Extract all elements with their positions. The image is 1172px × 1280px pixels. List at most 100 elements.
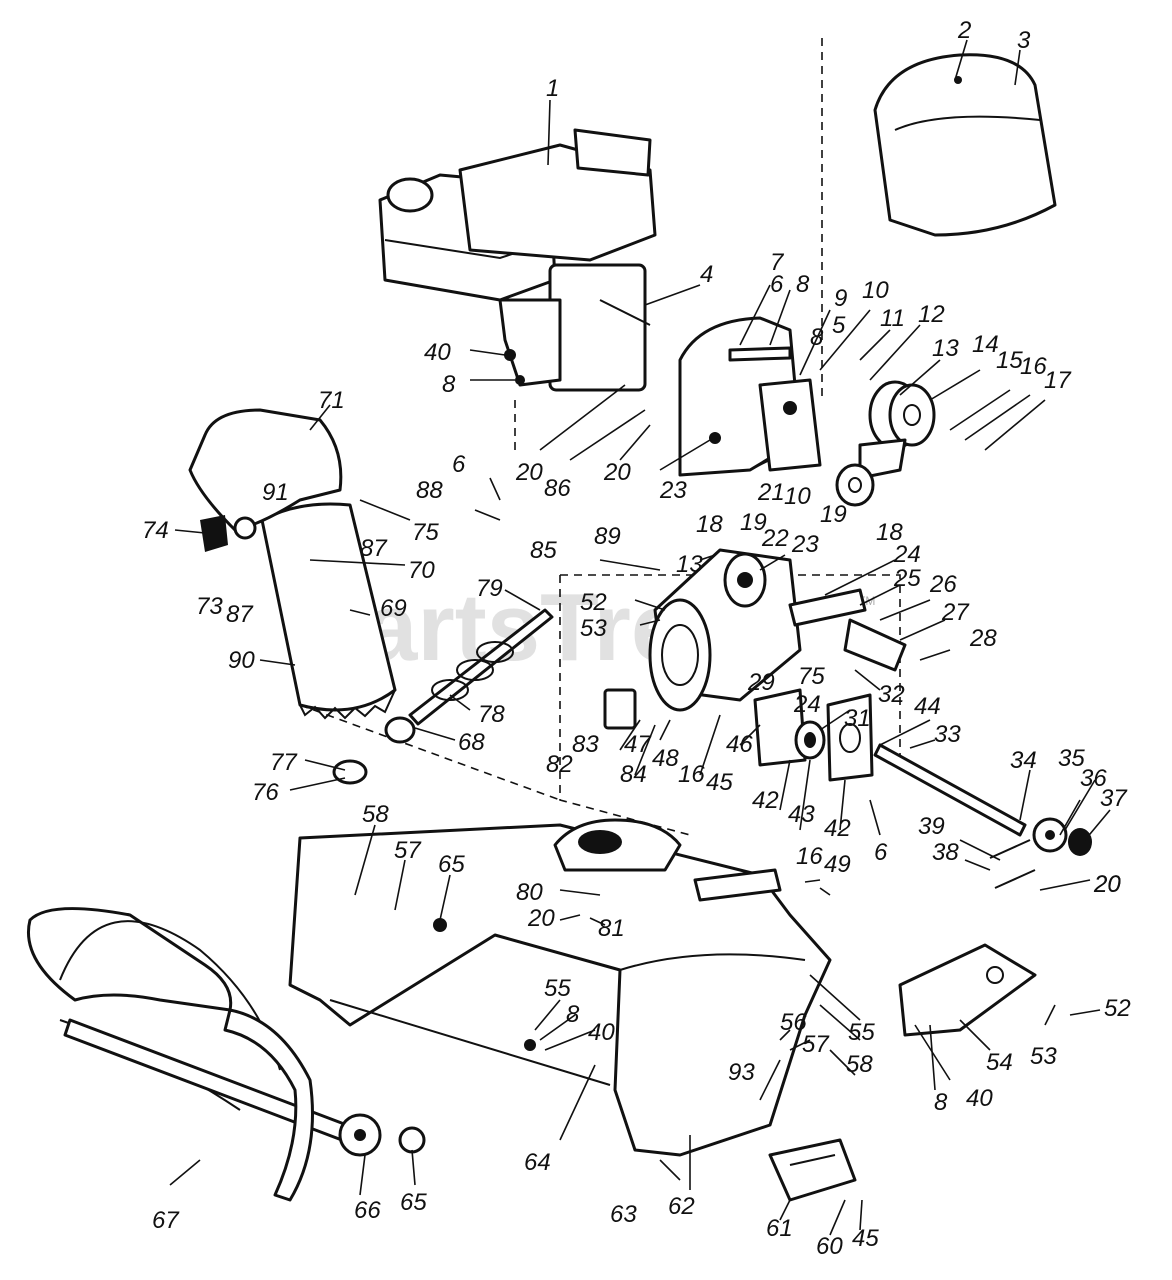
callout-61: 61 bbox=[766, 1215, 793, 1242]
callout-40: 40 bbox=[966, 1085, 993, 1112]
callout-20: 20 bbox=[603, 459, 631, 486]
callout-labels: 1 2 3 4 5 6 6 6 7 8 8 8 8 8 9 10 10 11 1… bbox=[142, 17, 1131, 1260]
callout-20: 20 bbox=[515, 459, 543, 486]
callout-69: 69 bbox=[380, 595, 407, 622]
callout-57: 57 bbox=[394, 837, 422, 864]
callout-18: 18 bbox=[876, 519, 903, 546]
callout-80: 80 bbox=[516, 879, 543, 906]
callout-8: 8 bbox=[566, 1001, 580, 1028]
callout-13: 13 bbox=[676, 551, 703, 578]
callout-19: 19 bbox=[740, 509, 767, 536]
callout-66: 66 bbox=[354, 1197, 381, 1224]
callout-32: 32 bbox=[878, 681, 905, 708]
callout-52: 52 bbox=[580, 589, 607, 616]
callout-64: 64 bbox=[524, 1149, 551, 1176]
frame-plate bbox=[678, 316, 822, 477]
callout-79: 79 bbox=[476, 575, 503, 602]
callout-1: 1 bbox=[546, 75, 559, 102]
callout-85: 85 bbox=[530, 537, 557, 564]
callout-38: 38 bbox=[932, 839, 959, 866]
callout-8: 8 bbox=[442, 371, 456, 398]
callout-42: 42 bbox=[752, 787, 779, 814]
callout-40: 40 bbox=[588, 1019, 615, 1046]
auger-housing bbox=[288, 818, 832, 1157]
callout-82: 82 bbox=[546, 751, 573, 778]
callout-84: 84 bbox=[620, 761, 647, 788]
callout-20: 20 bbox=[527, 905, 555, 932]
callout-83: 83 bbox=[572, 731, 599, 758]
gear-housing bbox=[603, 548, 907, 730]
callout-24: 24 bbox=[793, 691, 821, 718]
callout-7: 7 bbox=[770, 249, 785, 276]
callout-17: 17 bbox=[1044, 367, 1072, 394]
callout-21: 21 bbox=[757, 479, 785, 506]
callout-33: 33 bbox=[934, 721, 961, 748]
callout-20: 20 bbox=[1093, 871, 1121, 898]
auger bbox=[27, 907, 426, 1202]
callout-13: 13 bbox=[932, 335, 959, 362]
callout-4: 4 bbox=[700, 261, 713, 288]
callout-65: 65 bbox=[438, 851, 465, 878]
callout-44: 44 bbox=[914, 693, 941, 720]
callout-53: 53 bbox=[580, 615, 607, 642]
callout-76: 76 bbox=[252, 779, 279, 806]
callout-75: 75 bbox=[412, 519, 439, 546]
callout-31: 31 bbox=[844, 705, 871, 732]
callout-43: 43 bbox=[788, 801, 815, 828]
belt-cover bbox=[873, 53, 1057, 237]
axle-and-sprocket bbox=[873, 743, 1092, 889]
callout-8: 8 bbox=[796, 271, 810, 298]
callout-93: 93 bbox=[728, 1059, 755, 1086]
callout-49: 49 bbox=[824, 851, 851, 878]
callout-62: 62 bbox=[668, 1193, 695, 1220]
callout-40: 40 bbox=[424, 339, 451, 366]
callout-48: 48 bbox=[652, 745, 679, 772]
callout-54: 54 bbox=[986, 1049, 1013, 1076]
callout-88: 88 bbox=[416, 477, 443, 504]
callout-39: 39 bbox=[918, 813, 945, 840]
callout-6: 6 bbox=[452, 451, 466, 478]
callout-20: 20 bbox=[1093, 871, 1121, 898]
discharge-chute bbox=[188, 408, 397, 720]
callout-42: 42 bbox=[824, 815, 851, 842]
callout-8: 8 bbox=[810, 324, 824, 351]
callout-34: 34 bbox=[1010, 747, 1037, 774]
callout-63: 63 bbox=[610, 1201, 637, 1228]
callout-26: 26 bbox=[929, 571, 957, 598]
callout-22: 22 bbox=[761, 525, 789, 552]
callout-71: 71 bbox=[318, 387, 345, 414]
callout-16: 16 bbox=[796, 843, 823, 870]
callout-58: 58 bbox=[846, 1051, 873, 1078]
callout-29: 29 bbox=[747, 669, 775, 696]
callout-36: 36 bbox=[1080, 765, 1107, 792]
callout-45: 45 bbox=[852, 1225, 879, 1252]
callout-90: 90 bbox=[228, 647, 255, 674]
callout-8: 8 bbox=[934, 1089, 948, 1116]
callout-18: 18 bbox=[696, 511, 723, 538]
callout-55: 55 bbox=[544, 975, 571, 1002]
callout-45: 45 bbox=[706, 769, 733, 796]
callout-19: 19 bbox=[820, 501, 847, 528]
callout-24: 24 bbox=[893, 541, 921, 568]
callout-11: 11 bbox=[880, 305, 905, 332]
callout-52: 52 bbox=[1104, 995, 1131, 1022]
pulleys bbox=[835, 380, 936, 507]
callout-81: 81 bbox=[598, 915, 625, 942]
callout-55: 55 bbox=[848, 1019, 875, 1046]
callout-10: 10 bbox=[862, 277, 889, 304]
leader-lines bbox=[169, 39, 1111, 1236]
callout-86: 86 bbox=[544, 475, 571, 502]
callout-47: 47 bbox=[624, 731, 652, 758]
callout-35: 35 bbox=[1058, 745, 1085, 772]
callout-3: 3 bbox=[1017, 27, 1031, 54]
callout-25: 25 bbox=[893, 565, 921, 592]
callout-28: 28 bbox=[969, 625, 997, 652]
callout-77: 77 bbox=[270, 749, 298, 776]
callout-87: 87 bbox=[226, 601, 254, 628]
callout-68: 68 bbox=[458, 729, 485, 756]
callout-87: 87 bbox=[360, 535, 388, 562]
callout-16: 16 bbox=[1020, 353, 1047, 380]
impeller-shaft bbox=[332, 608, 554, 785]
callout-16: 16 bbox=[678, 761, 705, 788]
